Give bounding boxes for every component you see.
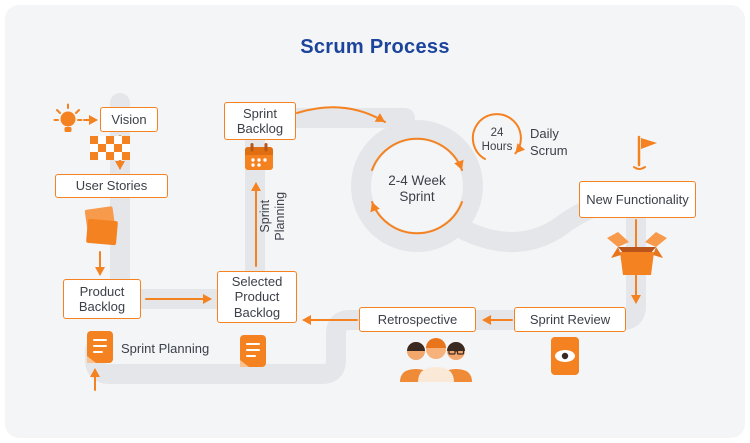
- arrowhead: [370, 202, 380, 213]
- arrowhead: [95, 267, 105, 276]
- daily-scrum-cycle-arc: [471, 113, 522, 160]
- arrowhead: [90, 368, 100, 377]
- node-product-backlog: Product Backlog: [63, 279, 141, 319]
- node-sprint-review: Sprint Review: [514, 307, 626, 332]
- document-icon: [87, 331, 113, 363]
- review-eye-icon: [551, 337, 579, 375]
- lightbulb-icon: [53, 103, 83, 132]
- label-sprint-planning: Sprint Planning: [121, 341, 210, 356]
- node-user-stories: User Stories: [55, 174, 168, 198]
- node-vision: Vision: [100, 107, 158, 132]
- team-icon: [400, 338, 472, 382]
- node-new-functionality: New Functionality: [579, 181, 696, 218]
- arrow-backlog-to-sprint: [296, 106, 386, 123]
- road-sprint-loop: [351, 120, 483, 252]
- document-icon: [240, 335, 266, 367]
- folders-icon: [84, 206, 118, 246]
- label-daily-scrum: Daily Scrum: [530, 126, 568, 158]
- open-box-icon: [607, 232, 667, 275]
- sprint-cycle-arc-bottom: [371, 201, 463, 235]
- checkerboard-icon: [90, 136, 130, 160]
- node-sprint-backlog: Sprint Backlog: [224, 102, 296, 140]
- node-retrospective: Retrospective: [359, 307, 476, 332]
- arrowhead: [454, 159, 464, 170]
- arrowhead: [115, 161, 125, 170]
- arrowhead: [89, 115, 98, 125]
- arrowhead: [302, 315, 311, 325]
- node-selected-product-backlog: Selected Product Backlog: [217, 271, 297, 323]
- label-sprint-planning-vertical: Sprint Planning: [257, 191, 287, 241]
- arrowhead: [515, 143, 525, 154]
- arrowhead: [203, 294, 212, 304]
- label-24-hours: 24 Hours: [481, 127, 513, 154]
- calendar-icon: [245, 143, 273, 170]
- arrowhead: [251, 182, 261, 191]
- sprint-cycle-arc-top: [371, 137, 463, 171]
- page-title: Scrum Process: [300, 36, 450, 58]
- flag-icon: [633, 135, 657, 170]
- arrowhead: [374, 113, 385, 122]
- arrowhead: [482, 315, 491, 325]
- road-path-right: [85, 189, 646, 384]
- label-sprint-cycle: 2-4 Week Sprint: [388, 173, 446, 205]
- arrowhead: [631, 295, 641, 304]
